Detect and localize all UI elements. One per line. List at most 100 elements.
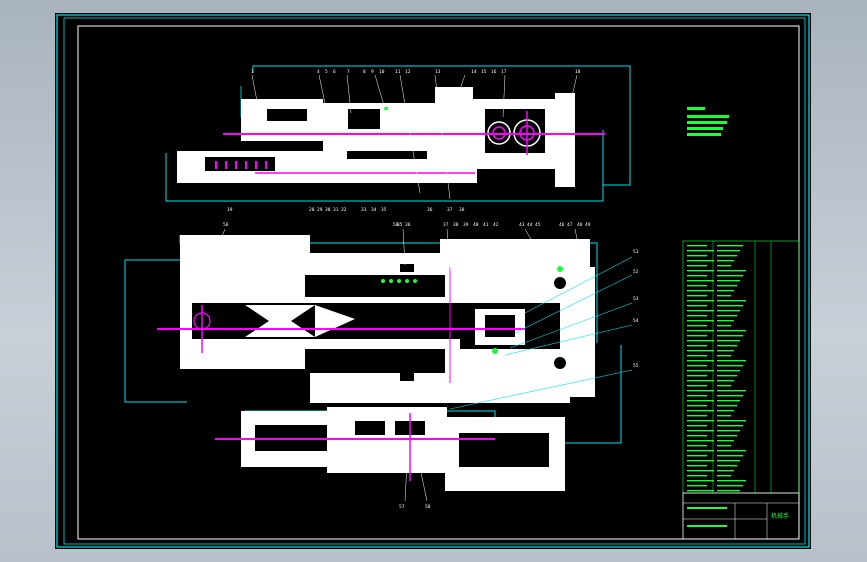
- callout: 53: [633, 296, 639, 302]
- parts-list-row: [687, 305, 707, 307]
- leader-lines: [449, 256, 633, 410]
- title-block-frame: [682, 492, 800, 540]
- parts-list-row: [687, 265, 707, 267]
- parts-list-row: [717, 485, 743, 487]
- bolt-row-marks: [215, 161, 267, 169]
- outer-border: [56, 14, 810, 548]
- parts-list-row: [687, 450, 714, 452]
- callout: 35: [397, 222, 403, 228]
- parts-list-row: [687, 285, 707, 287]
- callout: 33: [361, 207, 367, 213]
- jaw-slot: [485, 315, 515, 337]
- slot: [355, 421, 385, 435]
- parts-list-row: [717, 315, 737, 317]
- cavity: [305, 349, 445, 373]
- callout: 51: [633, 249, 639, 255]
- parts-list-row: [717, 250, 740, 252]
- parts-list-row: [687, 405, 707, 407]
- parts-list-row: [687, 480, 714, 482]
- parts-list-row: [717, 425, 743, 427]
- cavity: [305, 275, 445, 297]
- parts-list-row: [687, 475, 707, 477]
- parts-list-row: [687, 420, 714, 422]
- parts-list-row: [717, 285, 737, 287]
- callout: 13: [435, 69, 441, 75]
- callout: 57: [399, 504, 405, 510]
- parts-list-row: [687, 315, 707, 317]
- parts-list-row: [687, 440, 714, 442]
- parts-list-row: [717, 380, 734, 382]
- parts-list-row: [687, 290, 714, 292]
- cad-drawing: 1 4 5 6 7 8 9 10 11 12 13 14 15 16 17 18…: [56, 14, 810, 548]
- dimension-line: [124, 259, 187, 403]
- callout: 44: [527, 222, 533, 228]
- parts-list-row: [717, 350, 734, 352]
- callout: 56: [223, 222, 229, 228]
- callout: 15: [481, 69, 487, 75]
- slot: [348, 109, 380, 129]
- parts-list-row: [717, 395, 743, 397]
- parts-list-row: [687, 270, 714, 272]
- parts-list-row: [687, 325, 707, 327]
- dimension-line: [252, 65, 631, 186]
- parts-list-row: [687, 370, 714, 372]
- end-plate: [555, 93, 575, 187]
- callout: 38: [459, 207, 465, 213]
- callout: 14: [471, 69, 477, 75]
- callout: 28: [309, 207, 315, 213]
- inner-frame-cyan: [63, 17, 806, 545]
- parts-list-row: [687, 310, 714, 312]
- callout: 43: [519, 222, 525, 228]
- callout: 19: [227, 207, 233, 213]
- parts-list-row: [687, 400, 714, 402]
- note-line: [687, 133, 721, 136]
- parts-list-row: [687, 280, 714, 282]
- parts-list-row: [687, 395, 707, 397]
- callout: 1: [251, 69, 254, 75]
- parts-list-row: [717, 260, 734, 262]
- parts-list-row: [717, 310, 740, 312]
- callout: 36: [405, 222, 411, 228]
- callout: 5: [325, 69, 328, 75]
- parts-list-row: [717, 400, 740, 402]
- callout: 41: [483, 222, 489, 228]
- slot: [347, 151, 427, 159]
- parts-list-row: [717, 290, 734, 292]
- parts-list-rows: [687, 245, 746, 492]
- parts-list-row: [717, 365, 743, 367]
- title-block-text-line: [687, 507, 727, 509]
- parts-list-row: [717, 440, 734, 442]
- callout: 6: [333, 69, 336, 75]
- callout: 46: [559, 222, 565, 228]
- hole: [400, 264, 414, 272]
- callout: 32: [341, 207, 347, 213]
- parts-list-row: [717, 390, 746, 392]
- parts-list-row: [717, 325, 731, 327]
- bolt-row: [205, 157, 275, 171]
- callout: 18: [575, 69, 581, 75]
- callout: 7: [347, 69, 350, 75]
- parts-list-row: [717, 245, 743, 247]
- parts-list-row: [717, 270, 746, 272]
- parts-list: [682, 240, 800, 494]
- callout: 48: [577, 222, 583, 228]
- callout: 40: [473, 222, 479, 228]
- parts-list-row: [717, 445, 731, 447]
- parts-list-row: [687, 485, 707, 487]
- parts-list-row: [717, 470, 734, 472]
- callout: 37: [447, 207, 453, 213]
- parts-list-row: [687, 245, 707, 247]
- lower-view: 57 58: [215, 407, 565, 510]
- section-callouts-right: 51 52 53 54 55: [633, 249, 639, 369]
- parts-list-row: [687, 345, 707, 347]
- parts-list-row: [687, 460, 714, 462]
- parts-list-row: [717, 450, 746, 452]
- parts-list-row: [687, 410, 714, 412]
- callout: 10: [379, 69, 385, 75]
- callout: 54: [633, 318, 639, 324]
- parts-list-row: [717, 360, 746, 362]
- parts-list-row: [687, 335, 707, 337]
- parts-list-row: [717, 415, 731, 417]
- parts-list-row: [717, 430, 740, 432]
- parts-list-row: [687, 275, 707, 277]
